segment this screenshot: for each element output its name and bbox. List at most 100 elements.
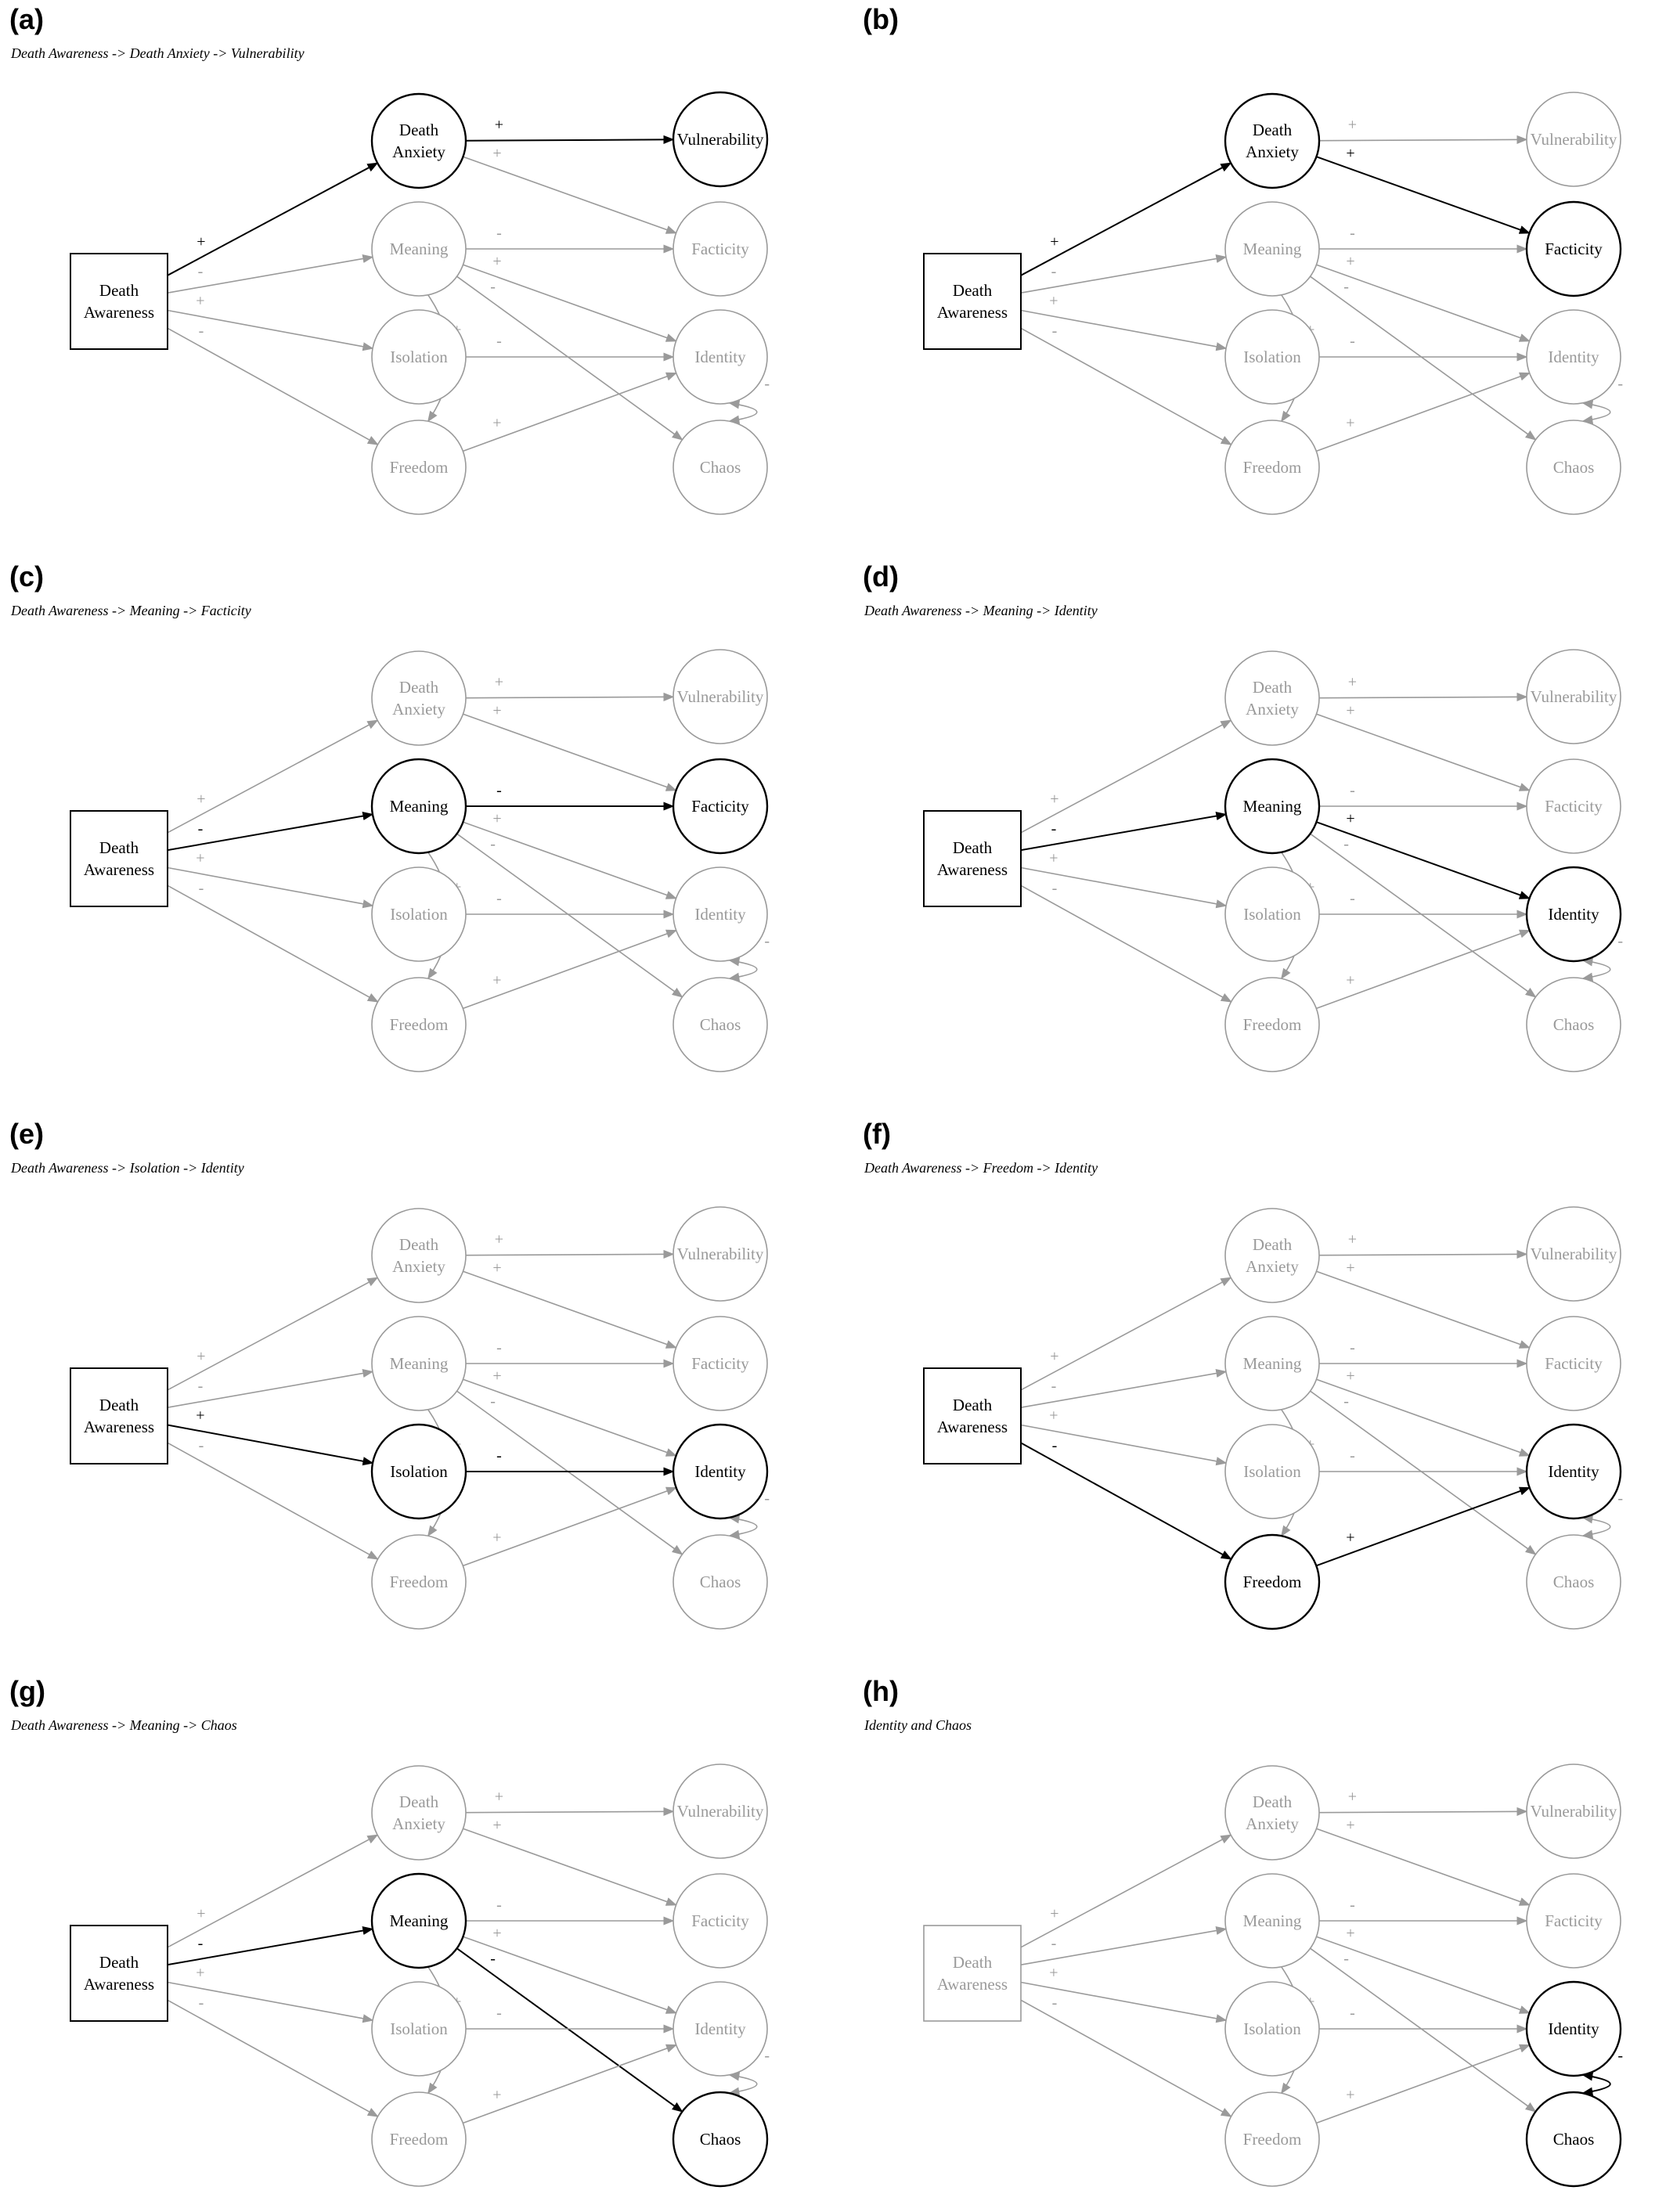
edge-anx-fac bbox=[463, 1828, 677, 1906]
edge-sign: - bbox=[1052, 880, 1058, 897]
edge-da-anx bbox=[167, 719, 379, 834]
edge-da-fre bbox=[167, 1442, 379, 1560]
node-label: Meaning bbox=[1243, 797, 1302, 816]
edge-sign: - bbox=[496, 333, 502, 350]
edge-sign: - bbox=[199, 322, 204, 340]
edge-sign: + bbox=[196, 1964, 204, 1981]
node-cha: Chaos bbox=[1525, 2091, 1622, 2188]
node-label: Death bbox=[953, 838, 993, 857]
edge-sign: + bbox=[1049, 1407, 1058, 1424]
edge-sign: + bbox=[1348, 673, 1357, 690]
node-label: Isolation bbox=[1243, 348, 1301, 366]
edge-sign: + bbox=[197, 791, 205, 808]
node-label: Anxiety bbox=[1246, 1257, 1299, 1276]
edge-da-fre bbox=[167, 1999, 379, 2117]
edge-sign: + bbox=[495, 673, 503, 690]
node-label: Facticity bbox=[691, 1911, 749, 1930]
node-label: Death bbox=[399, 678, 439, 697]
edge-sign: + bbox=[1346, 1367, 1354, 1385]
edge-sign: - bbox=[198, 820, 204, 838]
edge-mea-cha bbox=[1310, 276, 1537, 441]
node-fre: Freedom bbox=[1224, 2091, 1320, 2187]
node-label: Vulnerability bbox=[677, 1802, 764, 1821]
node-label: Facticity bbox=[1545, 797, 1603, 816]
panel-label: (f) bbox=[863, 1118, 891, 1150]
node-label: Facticity bbox=[1545, 240, 1603, 258]
node-fre: Freedom bbox=[1224, 977, 1320, 1072]
edge-ide-cha bbox=[1581, 1515, 1611, 1539]
edge-mea-cha bbox=[456, 833, 683, 998]
node-iso: Isolation bbox=[1224, 866, 1320, 962]
panel-label: (a) bbox=[9, 3, 44, 35]
node-label: Vulnerability bbox=[1531, 1245, 1617, 1263]
edge-sign: + bbox=[492, 414, 501, 431]
edge-sign: - bbox=[496, 225, 502, 242]
node-label: Death bbox=[399, 121, 439, 139]
node-label: Death bbox=[99, 1396, 139, 1414]
edge-anx-vul bbox=[1318, 1249, 1528, 1259]
edge-mea-ide bbox=[463, 1378, 677, 1457]
edge-anx-fac bbox=[463, 713, 677, 791]
edge-ide-cha bbox=[728, 1515, 758, 1539]
edge-da-iso bbox=[167, 309, 374, 351]
edge-sign: + bbox=[1050, 1905, 1058, 1922]
edge-sign: - bbox=[496, 890, 502, 907]
edge-sign: - bbox=[496, 1897, 502, 1914]
edge-da-mea bbox=[1020, 1926, 1228, 1965]
node-label: Isolation bbox=[1243, 905, 1301, 924]
edge-da-anx bbox=[1020, 1277, 1232, 1391]
node-cha: Chaos bbox=[673, 420, 768, 515]
edge-da-fre bbox=[1020, 1442, 1232, 1560]
node-mea: Meaning bbox=[370, 1872, 467, 1969]
edge-ide-cha bbox=[728, 957, 758, 982]
node-vul: Vulnerability bbox=[673, 649, 768, 744]
node-ide: Identity bbox=[672, 1423, 769, 1520]
node-fre: Freedom bbox=[1224, 1533, 1321, 1630]
edge-da-anx bbox=[1020, 1834, 1232, 1948]
node-iso: Isolation bbox=[371, 309, 467, 405]
path-diagram: +-+-++-+-+-+-DeathAwarenessDeathAnxietyM… bbox=[70, 1206, 770, 1630]
edge-sign: + bbox=[197, 233, 205, 250]
diagram-panel: (b)+-+-++-+-+-+-DeathAwarenessDeathAnxie… bbox=[853, 0, 1666, 540]
node-label: Awareness bbox=[937, 1975, 1008, 1994]
path-diagram: +-+-++-+-+-+-DeathAwarenessDeathAnxietyM… bbox=[70, 91, 770, 515]
node-label: Facticity bbox=[1545, 1354, 1603, 1373]
edge-sign: - bbox=[1052, 322, 1058, 340]
edge-sign: + bbox=[196, 1407, 204, 1424]
node-mea: Meaning bbox=[1224, 758, 1321, 855]
edge-sign: + bbox=[1348, 1230, 1357, 1248]
node-label: Meaning bbox=[390, 240, 449, 258]
edge-fre-ide bbox=[1315, 1486, 1531, 1567]
node-fac: Facticity bbox=[672, 758, 769, 855]
node-cha: Chaos bbox=[673, 1534, 768, 1630]
node-label: Meaning bbox=[1243, 1354, 1302, 1373]
edge-da-iso bbox=[1020, 309, 1228, 351]
edge-anx-vul bbox=[465, 1807, 675, 1816]
edge-sign: - bbox=[1051, 1378, 1057, 1395]
edge-mea-ide bbox=[1316, 821, 1531, 899]
edge-sign: - bbox=[1350, 1447, 1355, 1464]
node-iso: Isolation bbox=[1224, 309, 1320, 405]
edge-anx-fac bbox=[463, 156, 677, 234]
node-fac: Facticity bbox=[673, 201, 768, 297]
edge-da-iso bbox=[167, 1424, 374, 1466]
edge-da-iso bbox=[1020, 1981, 1228, 2023]
edge-sign: + bbox=[1346, 145, 1354, 162]
node-label: Awareness bbox=[937, 860, 1008, 879]
node-ide: Identity bbox=[1525, 866, 1622, 963]
node-label: Vulnerability bbox=[1531, 130, 1617, 149]
edge-sign: - bbox=[1343, 279, 1349, 296]
node-label: Chaos bbox=[700, 1573, 741, 1591]
edge-sign: - bbox=[199, 1437, 204, 1454]
edge-mea-ide bbox=[1316, 1936, 1531, 2014]
node-label: Meaning bbox=[390, 1354, 449, 1373]
node-label: Death bbox=[1253, 1792, 1293, 1811]
edge-da-iso bbox=[167, 1981, 374, 2023]
edge-sign: + bbox=[492, 1259, 501, 1277]
node-label: Anxiety bbox=[392, 142, 445, 161]
node-label: Death bbox=[399, 1792, 439, 1811]
